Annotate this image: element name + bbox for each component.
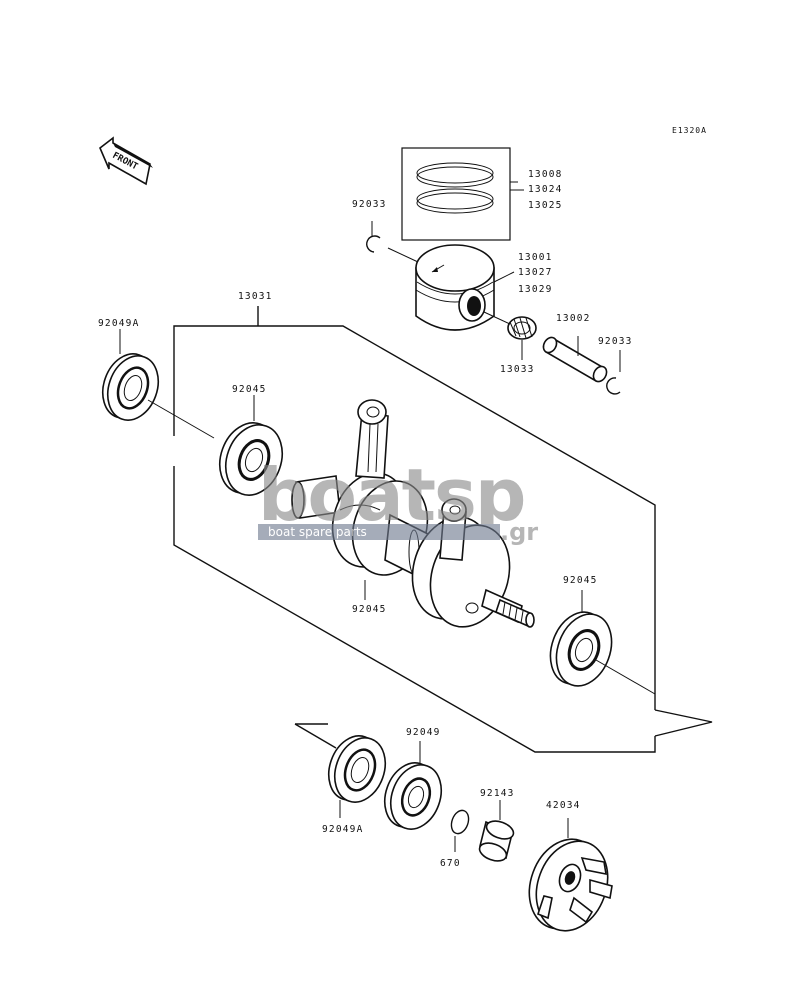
bearing-lower <box>383 741 443 830</box>
front-arrow-icon: FRONT <box>99 136 153 186</box>
o-ring <box>450 809 470 852</box>
label-collar: 92143 <box>480 788 515 799</box>
label-crankshaft: 13031 <box>238 291 273 302</box>
part-labels: 13008 13024 13025 13001 13027 13029 9203… <box>98 169 633 869</box>
oil-seal-lower <box>327 735 387 818</box>
coupling <box>528 818 613 932</box>
piston <box>387 244 515 331</box>
svg-text:boatsp: boatsp <box>258 453 524 537</box>
label-ring-2: 13024 <box>528 184 563 195</box>
label-seal-left: 92049A <box>98 318 140 329</box>
label-coupling: 42034 <box>546 800 581 811</box>
collar <box>478 800 515 862</box>
lower-bracket <box>294 723 337 749</box>
label-needle-bearing: 13033 <box>500 364 535 375</box>
label-bearing-left: 92045 <box>232 384 267 395</box>
label-piston-3: 13029 <box>518 284 553 295</box>
label-clip-left: 92033 <box>352 199 387 210</box>
svg-text:boat spare parts: boat spare parts <box>268 525 367 539</box>
label-bearing-right: 92045 <box>563 575 598 586</box>
needle-bearing <box>483 311 537 360</box>
watermark-logo: boatsp boat spare parts .gr <box>258 453 538 546</box>
label-clip-right: 92033 <box>598 336 633 347</box>
label-ring-3: 13025 <box>528 200 563 211</box>
label-seal-lower: 92049A <box>322 824 364 835</box>
label-piston-1: 13001 <box>518 252 553 263</box>
label-bearing-center: 92045 <box>352 604 387 615</box>
clip-left <box>366 221 381 253</box>
label-bearing-lower: 92049 <box>406 727 441 738</box>
crankshaft <box>291 399 535 628</box>
bearing-left <box>218 395 284 496</box>
label-o-ring: 670 <box>440 858 461 869</box>
label-piston-2: 13027 <box>518 267 553 278</box>
clip-right <box>606 350 621 395</box>
bearing-right <box>549 590 656 695</box>
oil-seal-left <box>101 329 215 439</box>
piston-pin <box>542 336 608 383</box>
label-ring-1: 13008 <box>528 169 563 180</box>
label-pin: 13002 <box>556 313 591 324</box>
diagram-code: E1320A <box>672 126 707 135</box>
piston-ring-set <box>401 147 518 241</box>
crankshaft-assembly-outline <box>173 306 713 753</box>
svg-text:.gr: .gr <box>500 518 538 546</box>
